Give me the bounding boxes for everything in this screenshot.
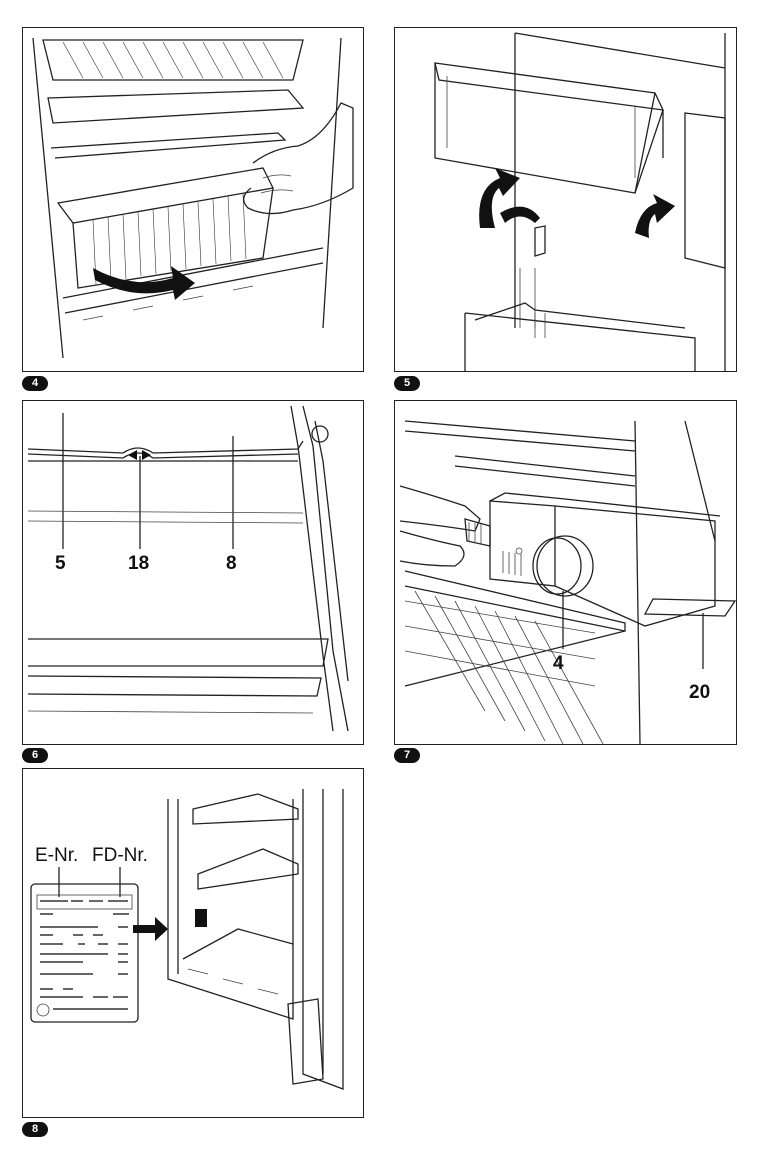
- figure-7-illustration: [395, 401, 736, 744]
- figure-4-illustration: [23, 28, 363, 371]
- callout-5: 5: [55, 553, 66, 575]
- fd-nr-label: FD-Nr.: [92, 845, 148, 867]
- figure-6-illustration: [23, 401, 363, 744]
- figure-8-number: 8: [22, 1122, 48, 1137]
- figure-8-illustration: [23, 769, 363, 1117]
- figure-8-panel: E-Nr. FD-Nr.: [22, 768, 364, 1118]
- figure-7-panel: 4 20: [394, 400, 737, 745]
- figure-6-number: 6: [22, 748, 48, 763]
- figure-5-number: 5: [394, 376, 420, 391]
- figure-5-panel: [394, 27, 737, 372]
- callout-4: 4: [553, 653, 564, 675]
- figure-5-illustration: [395, 28, 736, 371]
- callout-18: 18: [128, 553, 149, 575]
- figure-4-panel: [22, 27, 364, 372]
- figure-6-panel: 5 18 8: [22, 400, 364, 745]
- figure-4-number: 4: [22, 376, 48, 391]
- callout-20: 20: [689, 682, 710, 704]
- figure-7-number: 7: [394, 748, 420, 763]
- e-nr-label: E-Nr.: [35, 845, 78, 867]
- callout-8: 8: [226, 553, 237, 575]
